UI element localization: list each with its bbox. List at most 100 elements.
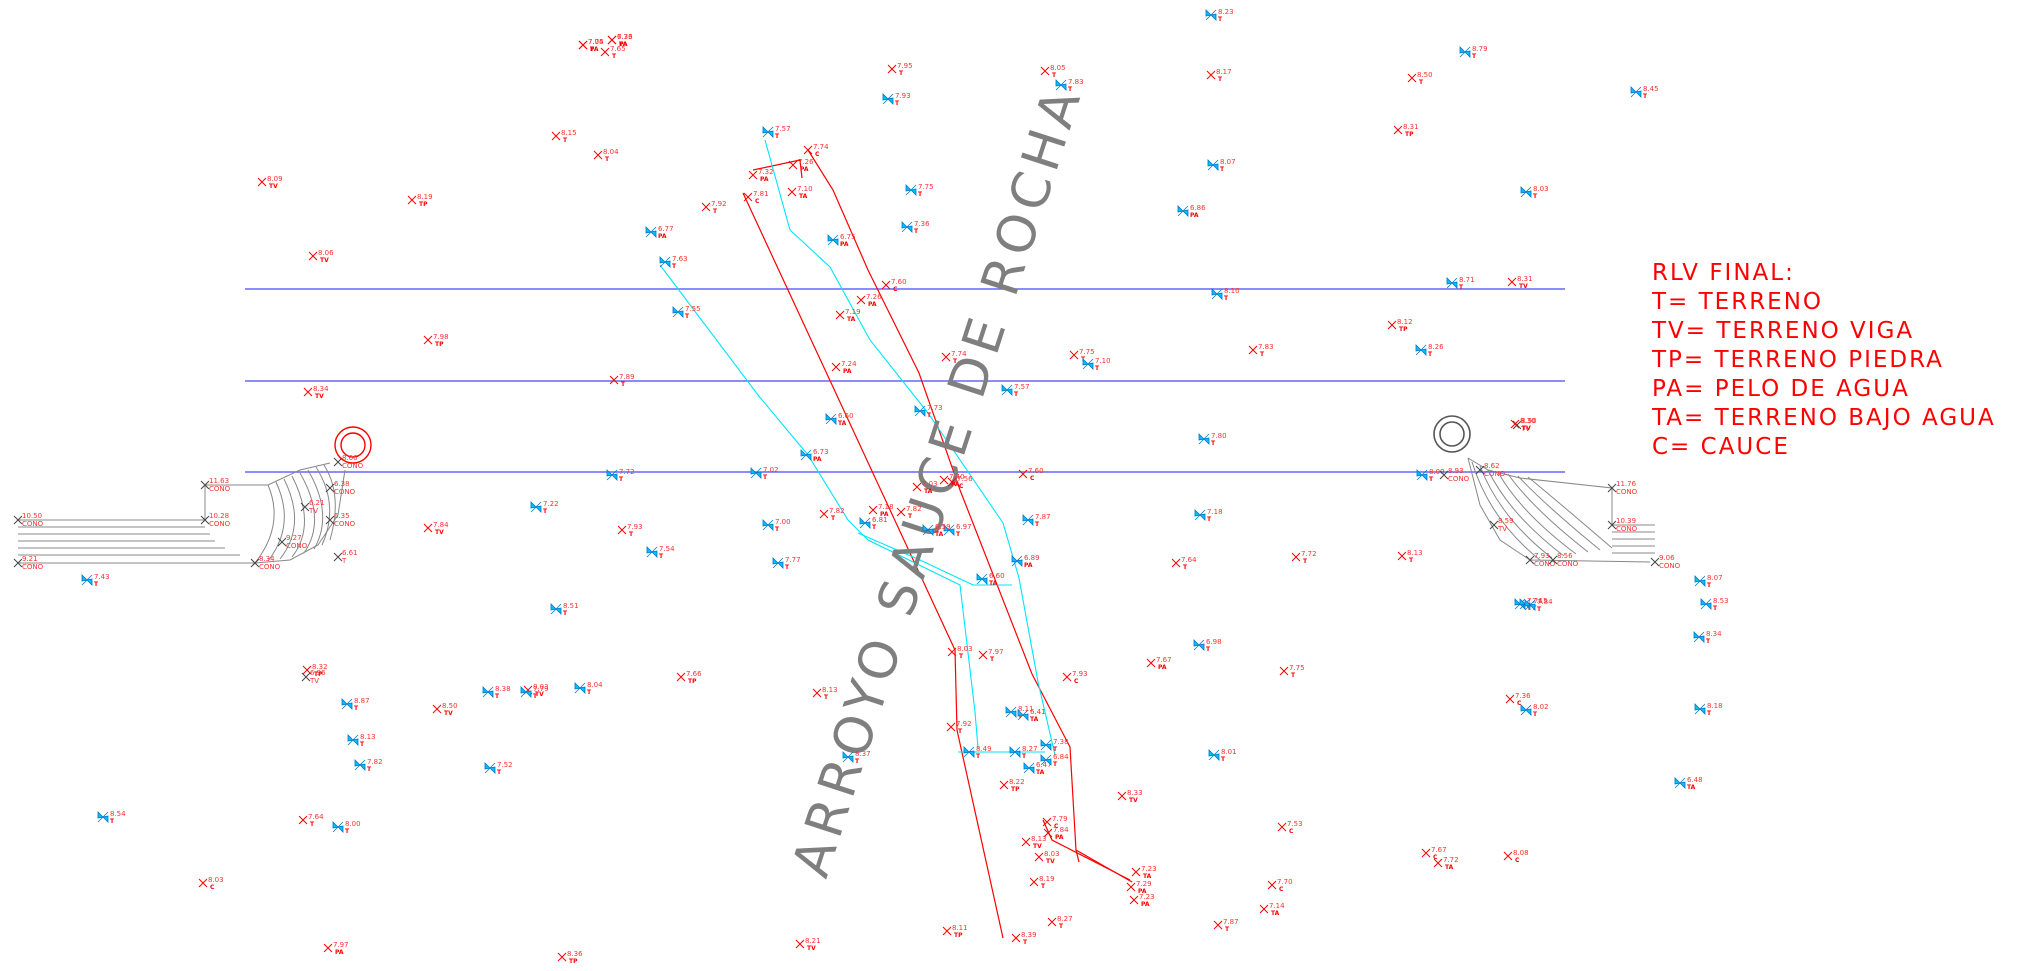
survey-point-cyan: 7.77T — [772, 556, 801, 571]
point-elevation: 7.02 — [763, 466, 779, 474]
survey-point-red: 8.13T — [812, 686, 838, 701]
point-elevation: 7.14 — [1269, 902, 1285, 910]
point-elevation: 7.84 — [1537, 598, 1553, 606]
legend-line-3: TP= TERRENO PIEDRA — [1651, 347, 1944, 373]
survey-point-cyan: 7.63T — [659, 255, 688, 270]
cone-code: T — [341, 557, 347, 565]
cone-cross-marker — [1607, 520, 1617, 530]
survey-point-cyan: 8.79T — [1459, 45, 1488, 60]
point-elevation: 8.05 — [1050, 64, 1066, 72]
point-cross-marker — [617, 525, 627, 535]
point-elevation: 7.23 — [1141, 865, 1157, 873]
point-code: T — [659, 553, 664, 560]
survey-point-red: 7.89T — [609, 373, 635, 388]
point-elevation: 7.23 — [1139, 893, 1155, 901]
cone-code: CONO — [342, 462, 364, 470]
point-bowtie-marker — [1017, 709, 1029, 721]
point-bowtie-marker — [574, 682, 586, 694]
point-code: PA — [1141, 901, 1150, 908]
point-cross-marker — [1040, 66, 1050, 76]
point-cross-marker — [1034, 852, 1044, 862]
point-code: C — [755, 198, 760, 205]
point-elevation: 8.19 — [417, 193, 433, 201]
cone-code: CONO — [1659, 562, 1681, 570]
point-code: TA — [838, 420, 847, 427]
point-code: TV — [1519, 283, 1528, 290]
survey-point-cyan: 8.07T — [1207, 158, 1236, 173]
point-elevation: 7.72 — [1301, 550, 1317, 558]
survey-point-red: 7.67C — [1421, 846, 1447, 861]
point-cross-marker — [795, 939, 805, 949]
survey-point-red: 8.15T — [551, 129, 577, 144]
cone-elevation: 9.21 — [22, 555, 38, 563]
point-bowtie-marker — [943, 524, 955, 536]
point-elevation: 7.95 — [897, 62, 913, 70]
survey-point-cyan: 7.73T — [914, 404, 943, 419]
point-code: T — [831, 515, 836, 522]
point-cross-marker — [1259, 904, 1269, 914]
point-cross-marker — [1011, 933, 1021, 943]
point-elevation: 6.75 — [840, 233, 856, 241]
point-cross-marker — [1505, 694, 1515, 704]
point-elevation: 8.51 — [563, 602, 579, 610]
point-code: T — [908, 513, 913, 520]
point-elevation: 6.84 — [1053, 753, 1069, 761]
point-bowtie-marker — [922, 524, 934, 536]
point-elevation: 7.83 — [1258, 343, 1274, 351]
survey-point-red: 7.82T — [819, 507, 845, 522]
point-code: TA — [935, 531, 944, 538]
point-code: TP — [435, 341, 444, 348]
point-elevation: 7.57 — [775, 125, 791, 133]
point-code: PA — [800, 166, 809, 173]
point-code: C — [959, 483, 964, 490]
survey-point-red: 8.08C — [1503, 849, 1529, 864]
point-elevation: 7.53 — [1287, 820, 1303, 828]
point-elevation: 7.19 — [845, 308, 861, 316]
survey-point-red: 8.27T — [1047, 915, 1073, 930]
point-elevation: 7.72 — [1443, 856, 1459, 864]
point-bowtie-marker — [976, 573, 988, 585]
point-cross-marker — [609, 375, 619, 385]
point-elevation: 8.03 — [533, 683, 549, 691]
point-bowtie-marker — [645, 226, 657, 238]
point-cross-marker — [1131, 867, 1141, 877]
point-bowtie-marker — [1693, 631, 1705, 643]
point-code: TA — [1687, 784, 1696, 791]
point-elevation: 8.33 — [1127, 789, 1143, 797]
point-elevation: 6.86 — [1190, 204, 1206, 212]
point-elevation: 6.59 — [935, 523, 951, 531]
point-cross-marker — [1126, 882, 1136, 892]
point-cross-marker — [1387, 320, 1397, 330]
survey-point-red: 8.19T — [1029, 875, 1055, 890]
point-code: PA — [951, 481, 960, 488]
point-bowtie-marker — [1040, 739, 1052, 751]
survey-point-red: 7.74T — [941, 350, 967, 365]
point-elevation: 8.53 — [1713, 597, 1729, 605]
point-code: T — [94, 581, 99, 588]
point-elevation: 7.60 — [891, 278, 907, 286]
point-elevation: 8.18 — [1707, 702, 1723, 710]
survey-point-red: 8.17T — [1206, 68, 1232, 83]
point-elevation: 7.75 — [588, 38, 604, 46]
point-cross-marker — [701, 202, 711, 212]
point-elevation: 8.06 — [318, 249, 334, 257]
survey-point-cyan: 8.00T — [332, 820, 361, 835]
survey-point-red: 8.04T — [593, 148, 619, 163]
point-code: TA — [1143, 873, 1152, 880]
point-elevation: 8.30 — [1520, 417, 1536, 425]
point-elevation: 7.92 — [956, 720, 972, 728]
cone-right-edge-1 — [1467, 457, 1655, 526]
cone-right-edge-2 — [1467, 457, 1651, 563]
point-elevation: 7.80 — [1211, 432, 1227, 440]
point-code: T — [956, 531, 961, 538]
survey-points-red: 7.75T7.36PA7.65T8.15T8.04T8.09TV8.19TP8.… — [198, 33, 1536, 965]
cone-cross-marker — [1489, 520, 1499, 530]
point-cross-marker — [257, 177, 267, 187]
